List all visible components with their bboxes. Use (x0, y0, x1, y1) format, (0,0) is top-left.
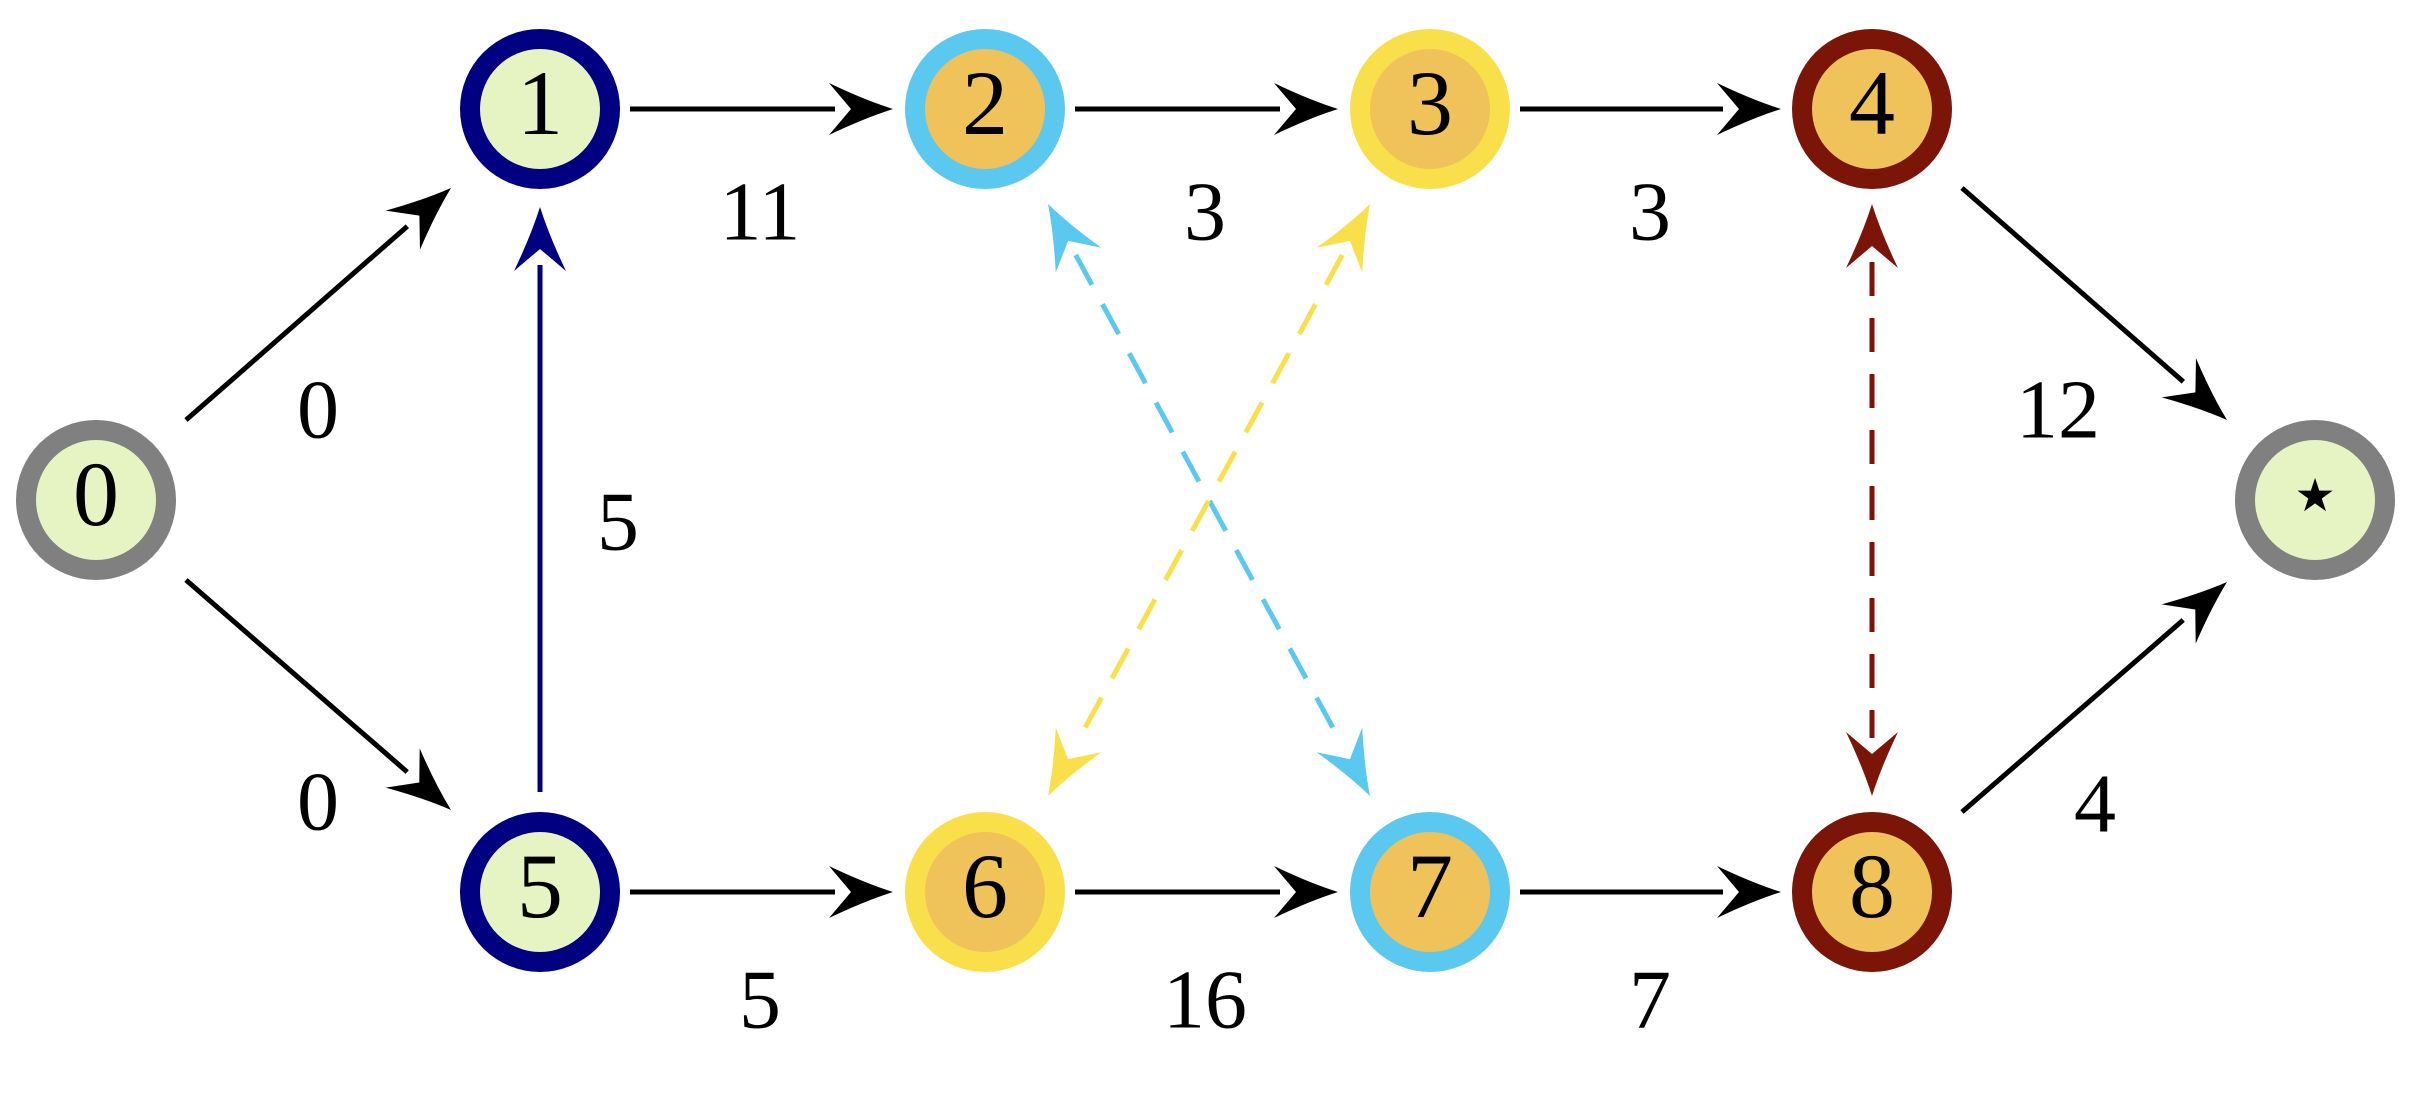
node-label-nstar: ⋆ (2286, 443, 2344, 545)
node-label-n4: 4 (1849, 52, 1895, 154)
node-n0: 0 (16, 420, 176, 580)
node-n3: 3 (1350, 29, 1510, 189)
arrowhead-n4-n8 (1846, 732, 1898, 796)
edge-label-n1-n2: 11 (720, 165, 801, 258)
arrowhead-n5-n1 (514, 207, 566, 271)
edge-n8-nstar (1960, 618, 2185, 814)
node-fill-nstar (2255, 440, 2375, 560)
node-label-n8: 8 (1849, 835, 1895, 937)
node-label-n5: 5 (517, 835, 563, 937)
node-fill-n3 (1370, 49, 1490, 169)
arrowhead-n5-n6 (829, 866, 893, 918)
node-label-n2: 2 (962, 52, 1008, 154)
arrowhead-n2-n7 (1316, 727, 1370, 796)
node-n2: 2 (905, 29, 1065, 189)
edge-label-n6-n7: 16 (1163, 953, 1247, 1046)
node-fill-n0 (36, 440, 156, 560)
node-label-n1: 1 (517, 52, 563, 154)
edge-label-n3-n4: 3 (1629, 165, 1671, 258)
arrowhead-n8-n4 (1846, 204, 1898, 268)
edge-n0-n1 (184, 224, 410, 422)
edges (184, 83, 2227, 918)
edge-label-n0-n5: 0 (297, 755, 339, 848)
edge-n2-n7 (1073, 253, 1345, 747)
edge-labels: 0 0 5 11 3 3 12 5 16 7 4 (297, 165, 2116, 1046)
node-fill-n6 (925, 832, 1045, 952)
node-fill-n7 (1370, 832, 1490, 952)
node-label-n0: 0 (73, 443, 119, 545)
edge-label-n5-n6: 5 (739, 953, 781, 1046)
edge-n0-n5 (184, 578, 409, 774)
node-n5: 5 (460, 812, 620, 972)
edge-n4-nstar (1960, 186, 2186, 384)
edge-label-n8-nstar: 4 (2074, 757, 2116, 850)
node-label-n3: 3 (1407, 52, 1453, 154)
node-fill-n8 (1812, 832, 1932, 952)
node-label-n6: 6 (962, 835, 1008, 937)
edge-label-n4-nstar: 12 (2016, 363, 2100, 456)
edge-n3-n6 (1073, 253, 1345, 747)
node-fill-n1 (480, 49, 600, 169)
edge-label-n2-n3: 3 (1184, 165, 1226, 258)
node-n6: 6 (905, 812, 1065, 972)
edge-label-n0-n1: 0 (297, 363, 339, 456)
arrowhead-n0-n1 (385, 188, 451, 250)
node-fill-n5 (480, 832, 600, 952)
arrowhead-n6-n7 (1274, 866, 1338, 918)
arrowhead-n4-nstar (2161, 358, 2227, 420)
node-n4: 4 (1792, 29, 1952, 189)
arrowhead-n7-n8 (1717, 866, 1781, 918)
arrowhead-n3-n4 (1717, 83, 1781, 135)
arrowhead-n0-n5 (385, 748, 451, 810)
arrowhead-n2-n3 (1274, 83, 1338, 135)
arrowhead-n3-n6 (1048, 727, 1102, 796)
node-label-n7: 7 (1407, 835, 1453, 937)
arrowhead-n7-n2 (1048, 204, 1102, 273)
edge-label-n7-n8: 7 (1629, 953, 1671, 1046)
arrowhead-n1-n2 (829, 83, 893, 135)
node-n7: 7 (1350, 812, 1510, 972)
node-n8: 8 (1792, 812, 1952, 972)
node-fill-n4 (1812, 49, 1932, 169)
arrowhead-n6-n3 (1316, 204, 1370, 273)
node-nstar: ⋆ (2235, 420, 2395, 580)
node-fill-n2 (925, 49, 1045, 169)
edge-label-n5-n1: 5 (597, 475, 639, 568)
node-n1: 1 (460, 29, 620, 189)
arrowhead-n8-nstar (2161, 582, 2227, 644)
